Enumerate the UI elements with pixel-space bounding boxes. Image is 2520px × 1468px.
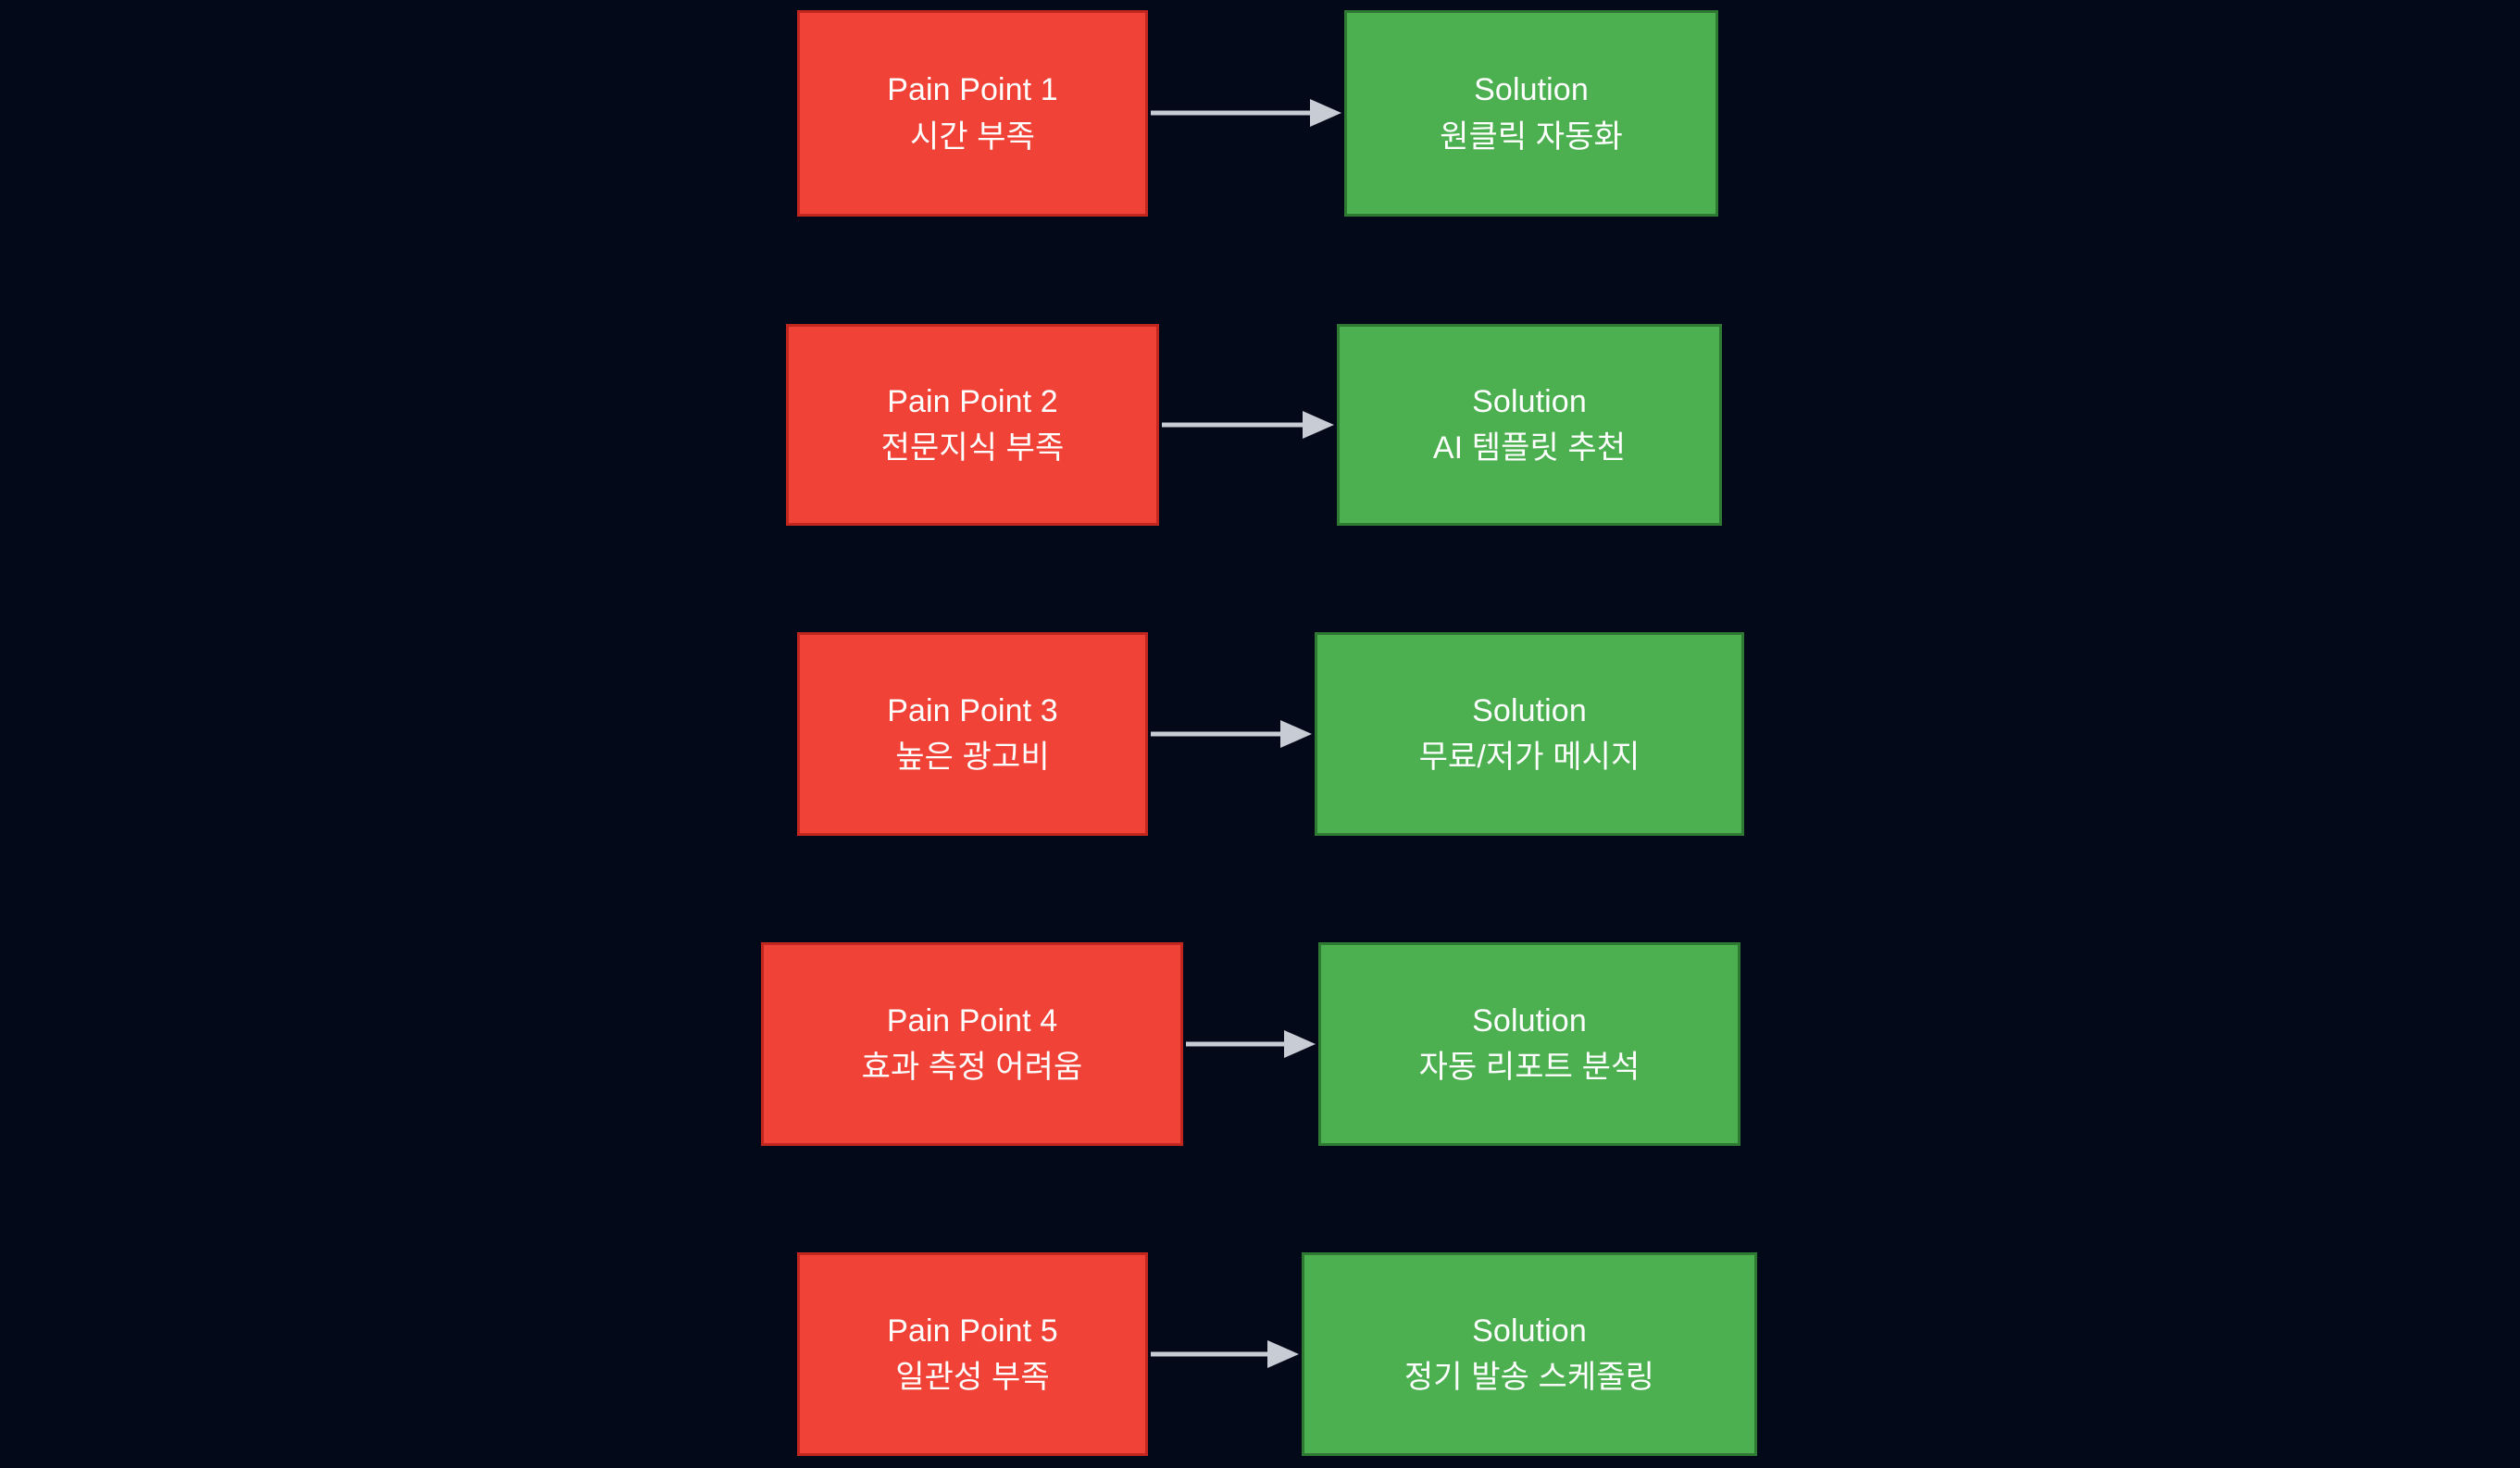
pain-point-node-2[interactable]: Pain Point 2 전문지식 부족 — [786, 324, 1159, 526]
arrow-line — [1151, 1351, 1269, 1357]
arrow-head-icon — [1267, 1340, 1299, 1368]
arrow-line — [1186, 1041, 1286, 1047]
solution-title: Solution — [1472, 692, 1587, 728]
arrow-head-icon — [1280, 720, 1312, 748]
pain-point-detail: 전문지식 부족 — [880, 430, 1065, 466]
solution-node-5[interactable]: Solution 정기 발송 스케줄링 — [1302, 1252, 1757, 1456]
pain-point-detail: 효과 측정 어려움 — [861, 1050, 1083, 1085]
pain-point-detail: 일관성 부족 — [895, 1360, 1050, 1395]
solution-title: Solution — [1472, 1312, 1587, 1349]
solution-node-2[interactable]: Solution AI 템플릿 추천 — [1337, 324, 1722, 526]
flow-arrow-4 — [1186, 1026, 1316, 1063]
solution-detail: 원클릭 자동화 — [1440, 118, 1623, 155]
arrow-line — [1151, 731, 1282, 737]
pain-point-title: Pain Point 4 — [886, 1002, 1058, 1039]
solution-title: Solution — [1474, 72, 1589, 108]
solution-title: Solution — [1472, 1002, 1587, 1039]
pain-point-detail: 시간 부족 — [909, 118, 1036, 155]
pain-point-node-3[interactable]: Pain Point 3 높은 광고비 — [797, 632, 1148, 836]
flow-arrow-5 — [1151, 1336, 1299, 1373]
flow-arrow-1 — [1151, 94, 1341, 131]
solution-node-4[interactable]: Solution 자동 리포트 분석 — [1318, 942, 1740, 1146]
pain-point-node-4[interactable]: Pain Point 4 효과 측정 어려움 — [761, 942, 1183, 1146]
pain-point-node-5[interactable]: Pain Point 5 일관성 부족 — [797, 1252, 1148, 1456]
solution-title: Solution — [1472, 383, 1587, 419]
pain-point-node-1[interactable]: Pain Point 1 시간 부족 — [797, 10, 1148, 217]
solution-node-1[interactable]: Solution 원클릭 자동화 — [1344, 10, 1718, 217]
pain-point-detail: 높은 광고비 — [895, 740, 1050, 775]
arrow-head-icon — [1303, 411, 1334, 439]
solution-node-3[interactable]: Solution 무료/저가 메시지 — [1315, 632, 1744, 836]
flow-arrow-3 — [1151, 715, 1312, 753]
pain-point-title: Pain Point 2 — [887, 383, 1058, 419]
arrow-head-icon — [1310, 99, 1341, 127]
solution-detail: 무료/저가 메시지 — [1418, 740, 1640, 775]
arrow-line — [1151, 110, 1312, 116]
solution-detail: AI 템플릿 추천 — [1432, 430, 1627, 466]
solution-detail: 정기 발송 스케줄링 — [1403, 1360, 1655, 1395]
arrow-line — [1162, 422, 1304, 428]
pain-point-title: Pain Point 1 — [887, 72, 1058, 108]
flow-arrow-2 — [1162, 406, 1334, 443]
solution-detail: 자동 리포트 분석 — [1418, 1050, 1640, 1085]
arrow-head-icon — [1284, 1030, 1316, 1058]
pain-point-title: Pain Point 5 — [887, 1312, 1058, 1349]
pain-point-title: Pain Point 3 — [887, 692, 1058, 728]
